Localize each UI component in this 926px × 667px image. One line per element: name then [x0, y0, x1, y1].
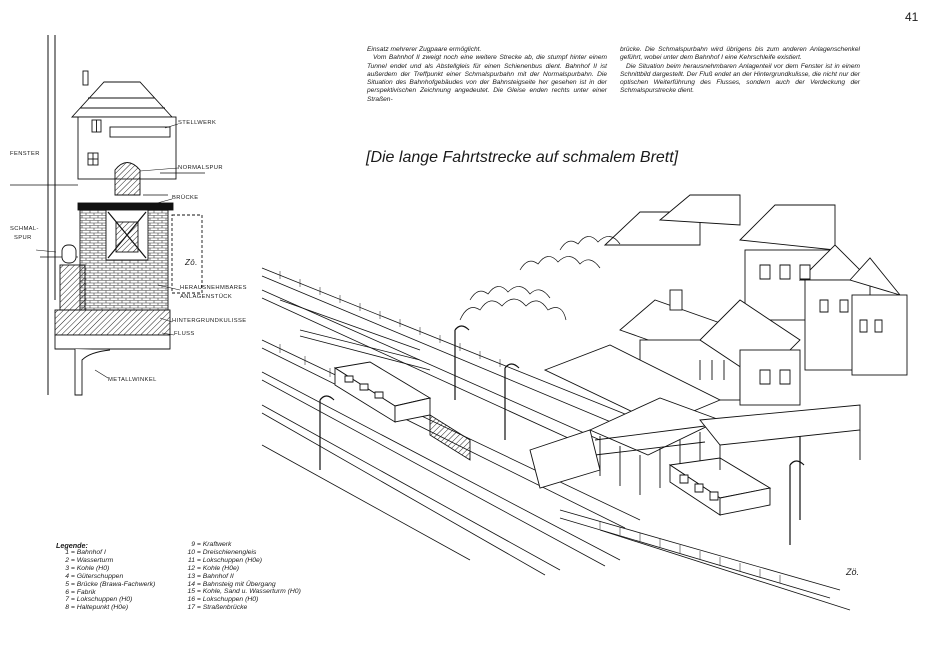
- label-fluss: FLUSS: [174, 331, 195, 337]
- legend-item: 2 = Wasserturm: [65, 556, 114, 564]
- legend-item: 10 = Dreischienengleis: [187, 548, 257, 556]
- label-metallwinkel: METALLWINKEL: [108, 377, 157, 383]
- page-number: 41: [905, 10, 919, 24]
- label-hintergrundkulisse: HINTERGRUNDKULISSE: [172, 318, 247, 324]
- legend-item: 16 = Lokschuppen (H0): [187, 596, 259, 604]
- background-houses: [603, 194, 908, 376]
- text-column-right: brücke. Die Schmalspurbahn wird übrigens…: [620, 46, 860, 96]
- trees: [459, 236, 621, 321]
- steam-train: [333, 361, 471, 461]
- narrow-gauge-railcar: [668, 457, 772, 516]
- section-heading: [Die lange Fahrtstrecke auf schmalem Bre…: [366, 149, 679, 166]
- legend-item: 17 = Straßenbrücke: [187, 604, 248, 612]
- label-schmalspur-1: SCHMAL-: [10, 226, 39, 232]
- legend-column-2: 9 = Kraftwerk 10 = Dreischienengleis 11 …: [182, 541, 301, 612]
- paragraph: Die Situation beim herausnehmbaren Anlag…: [620, 62, 860, 95]
- legend-item: 6 = Fabrik: [65, 588, 96, 596]
- legend-column-1: 1 = Bahnhof I 2 = Wasserturm 3 = Kohle (…: [56, 549, 155, 612]
- road-bridge: [699, 404, 861, 470]
- footbridge: [529, 397, 722, 495]
- label-schmalspur-2: SPUR: [14, 235, 32, 241]
- label-herausnehmbares-2: ANLAGENSTÜCK: [180, 294, 233, 300]
- legend-item: 13 = Bahnhof II: [187, 572, 234, 580]
- label-bruecke: BRÜCKE: [172, 195, 199, 201]
- legend-item: 1 = Bahnhof I: [65, 549, 106, 556]
- label-fenster: FENSTER: [10, 151, 40, 157]
- legend-item: 14 = Bahnsteig mit Übergang: [187, 580, 276, 588]
- label-herausnehmbares-1: HERAUSNEHMBARES: [180, 285, 247, 291]
- label-stellwerk: STELLWERK: [178, 120, 217, 126]
- paragraph: Einsatz mehrerer Zugpaare ermöglicht.: [367, 46, 482, 53]
- legend-item: 8 = Haltepunkt (H0e): [65, 604, 129, 612]
- track-lines: [261, 267, 851, 611]
- legend-item: 11 = Lokschuppen (H0e): [187, 556, 263, 564]
- signature-left: Zö.: [185, 258, 198, 267]
- stellwerk-building: [70, 70, 205, 196]
- paragraph: Vom Bahnhof II zweigt noch eine weitere …: [367, 54, 607, 103]
- legend-item: 12 = Kohle (H0e): [187, 564, 240, 572]
- legend-item: 3 = Kohle (H0): [65, 564, 110, 572]
- legend-item: 7 = Lokschuppen (H0): [65, 596, 133, 604]
- station-building: [543, 289, 801, 426]
- paragraph: brücke. Die Schmalspurbahn wird übrigens…: [620, 46, 860, 62]
- legend-title: Legende:: [56, 541, 88, 550]
- legend-item: 9 = Kraftwerk: [191, 541, 232, 548]
- signature-right: Zö.: [846, 567, 860, 577]
- label-normalspur: NORMALSPUR: [178, 165, 223, 171]
- legend-item: 5 = Brücke (Brawa-Fachwerk): [65, 580, 156, 588]
- legend-item: 15 = Kohle, Sand u. Wasserturm (H0): [187, 588, 301, 596]
- text-column-left: Einsatz mehrerer Zugpaare ermöglicht. Vo…: [367, 46, 607, 104]
- legend-item: 4 = Güterschuppen: [65, 572, 124, 580]
- lamp-posts: [319, 325, 805, 545]
